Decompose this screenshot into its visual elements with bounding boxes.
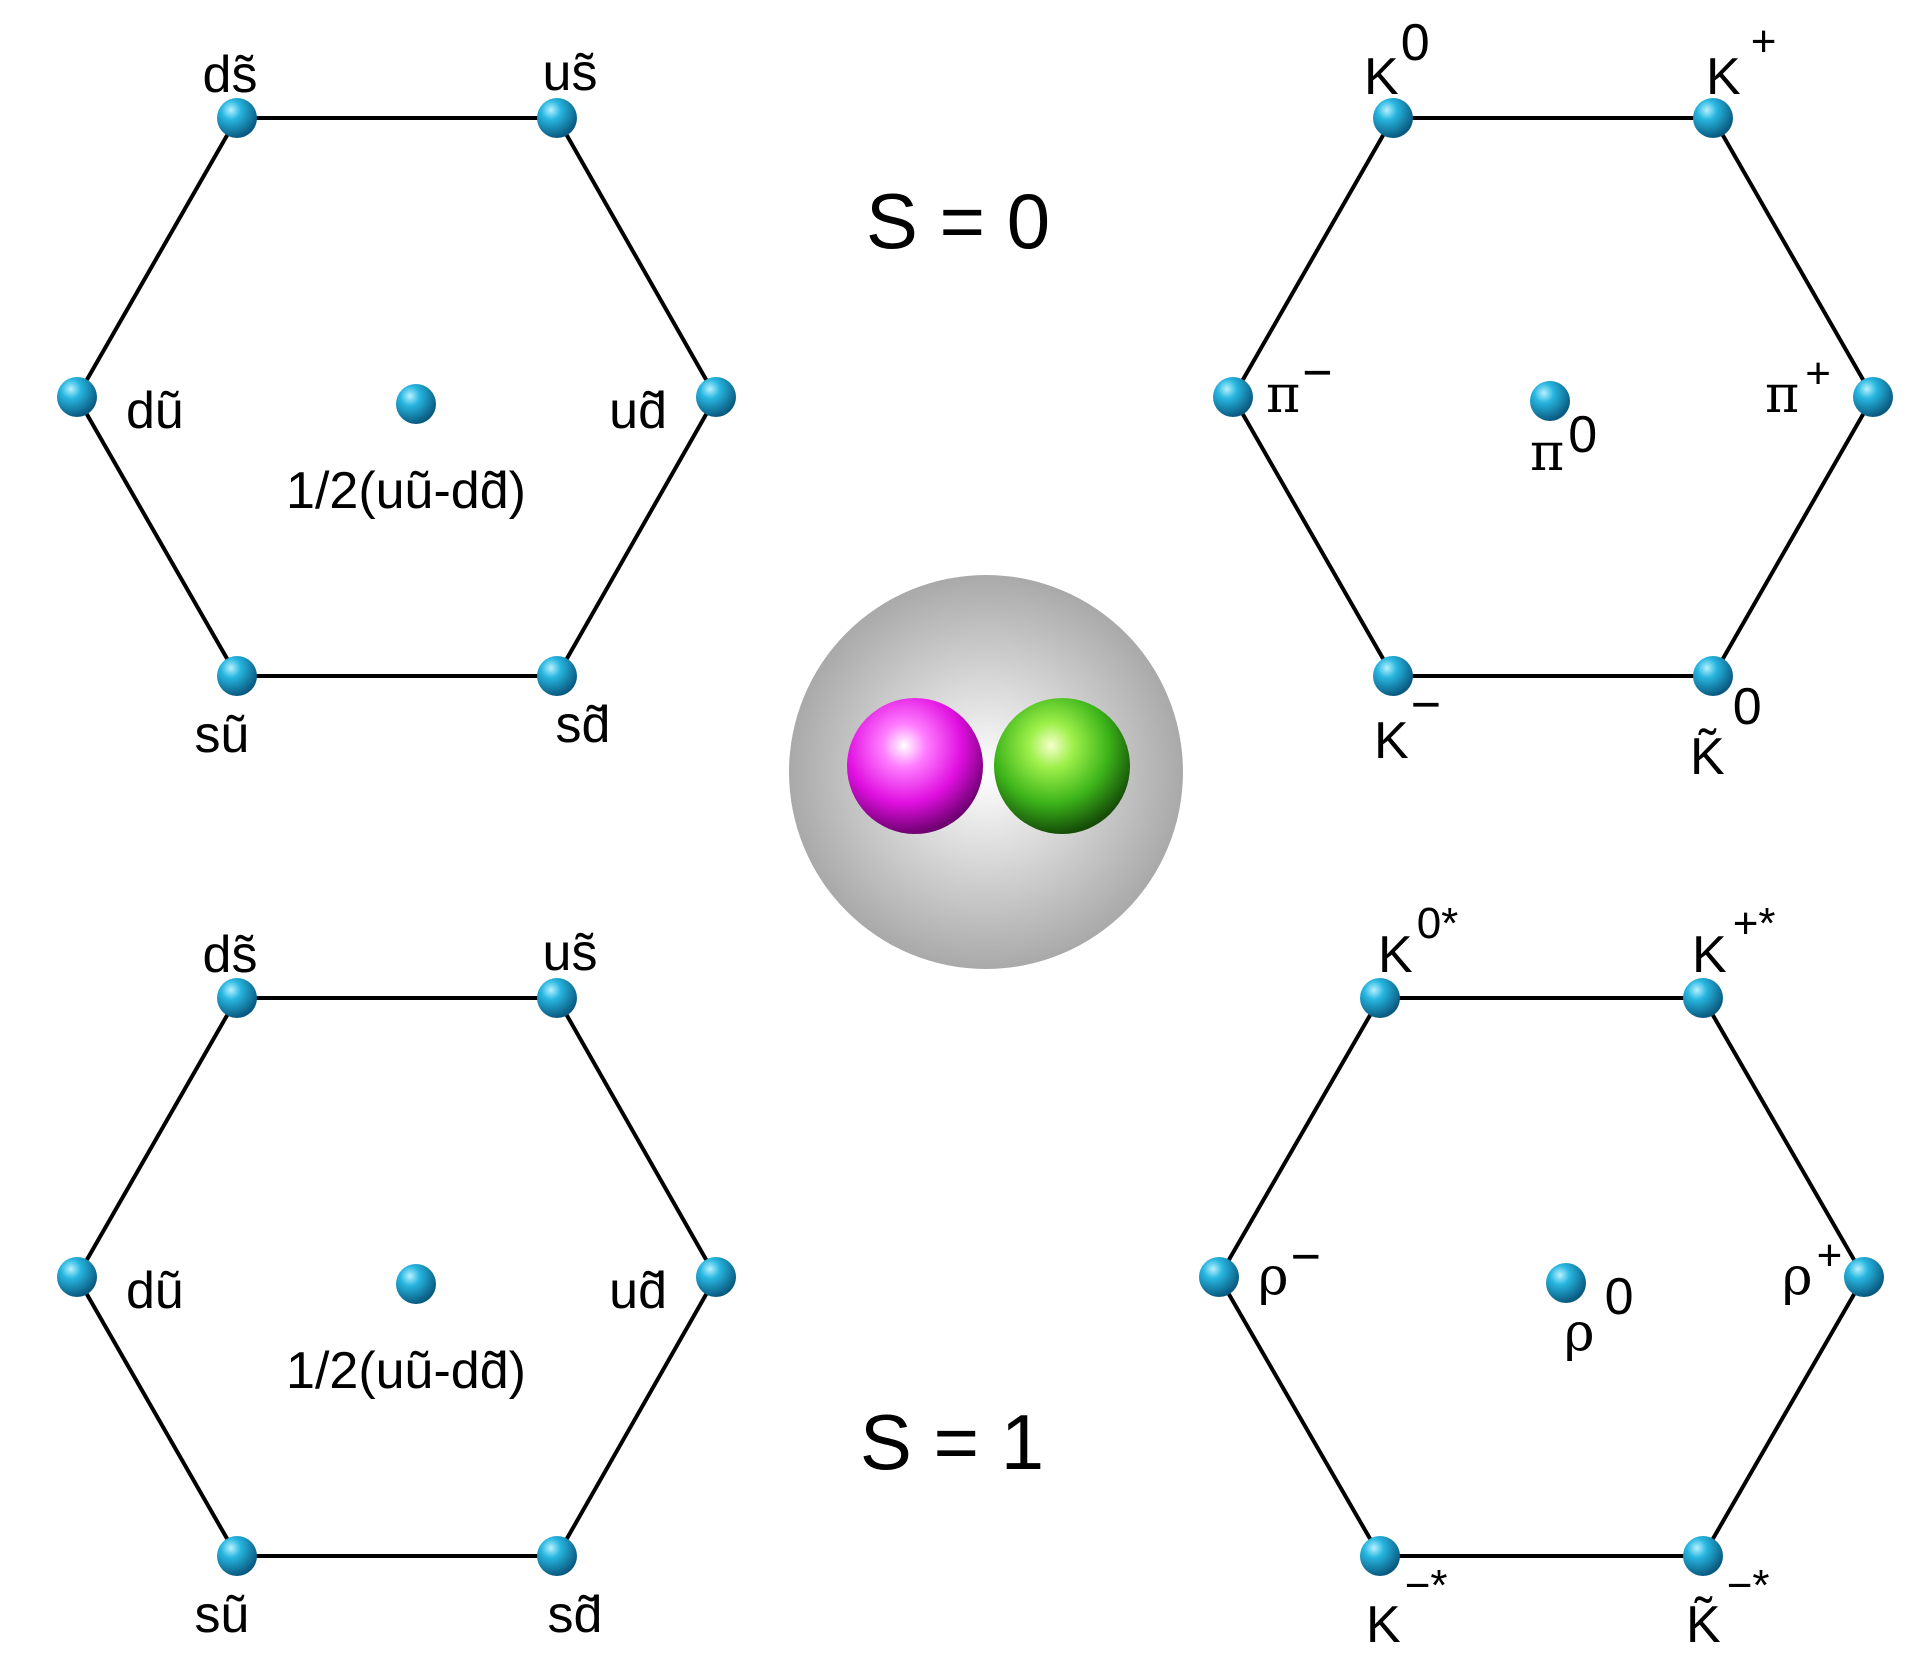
label-bottom-right: sd̃ [548, 1586, 603, 1644]
label-center: 1/2(uũ-dd̃) [286, 462, 526, 520]
label-K0: K0 [1364, 14, 1430, 106]
label-Kminus: K− [1374, 676, 1441, 770]
node-bottom-left [217, 1536, 257, 1576]
node-right [1853, 377, 1893, 417]
label-left: dũ [126, 382, 184, 440]
node-center [1530, 381, 1570, 421]
meson-illustration [789, 575, 1183, 969]
pseudoscalar-octet: K0 K+ π− π+ π0 K− K̃0 [1213, 14, 1893, 786]
label-center: 1/2(uũ-dd̃) [286, 1342, 526, 1400]
node-top-left [1360, 978, 1400, 1018]
label-top-right: us̃ [543, 924, 598, 982]
node-top-right [537, 978, 577, 1018]
label-top-left: ds̃ [203, 926, 258, 984]
label-K0star: K0* [1378, 899, 1458, 984]
label-Kbar0: K̃0 [1690, 678, 1762, 786]
spin-label-s1: S = 1 [860, 1398, 1044, 1486]
label-Kplus: K+ [1706, 17, 1776, 106]
node-bottom-right [1693, 656, 1733, 696]
label-right: ud̃ [609, 1262, 667, 1320]
node-bottom-left [1373, 656, 1413, 696]
label-pi0: π0 [1530, 406, 1597, 483]
node-center [396, 1264, 436, 1304]
label-bottom-left: sũ [195, 706, 250, 764]
node-left [57, 377, 97, 417]
node-top-right [1683, 978, 1723, 1018]
label-Kminusstar: K−* [1366, 1561, 1448, 1652]
antiquark-sphere-green [994, 698, 1130, 834]
node-center [396, 384, 436, 424]
label-right: ud̃ [609, 382, 667, 440]
node-top-left [1373, 98, 1413, 138]
node-top-right [537, 98, 577, 138]
label-rhoplus: ρ+ [1782, 1231, 1842, 1307]
node-left [1199, 1257, 1239, 1297]
quark-octet-top: ds̃ us̃ dũ ud̃ 1/2(uũ-dd̃) sũ sd̃ [57, 44, 736, 764]
label-top-left: ds̃ [203, 46, 258, 104]
label-bottom-left: sũ [195, 1586, 250, 1644]
node-right [696, 1257, 736, 1297]
node-bottom-left [1360, 1536, 1400, 1576]
label-bottom-right: sd̃ [556, 696, 611, 754]
label-Kplusstar: K+* [1692, 899, 1776, 984]
spin-label-s0: S = 0 [866, 177, 1050, 265]
node-left [1213, 377, 1253, 417]
node-top-left [217, 98, 257, 138]
node-left [57, 1257, 97, 1297]
node-top-left [217, 978, 257, 1018]
hadron-sphere [789, 575, 1183, 969]
node-bottom-right [537, 656, 577, 696]
node-right [1844, 1257, 1884, 1297]
label-Kbarminusstar: K̃−* [1686, 1561, 1770, 1652]
label-rho0: ρ0 [1564, 1268, 1634, 1363]
node-bottom-right [1683, 1536, 1723, 1576]
label-top-right: us̃ [543, 44, 598, 102]
node-top-right [1693, 98, 1733, 138]
quark-octet-bottom: ds̃ us̃ dũ ud̃ 1/2(uũ-dd̃) sũ sd̃ [57, 924, 736, 1644]
vector-octet: K0* K+* ρ− ρ+ ρ0 K−* K̃−* [1199, 899, 1884, 1654]
label-rhominus: ρ− [1258, 1228, 1321, 1307]
label-left: dũ [126, 1262, 184, 1320]
node-center [1546, 1263, 1586, 1303]
node-bottom-left [217, 656, 257, 696]
label-piminus: π− [1266, 344, 1333, 425]
node-right [696, 377, 736, 417]
label-piplus: π+ [1765, 349, 1831, 425]
node-bottom-right [537, 1536, 577, 1576]
quark-sphere-magenta [847, 698, 983, 834]
